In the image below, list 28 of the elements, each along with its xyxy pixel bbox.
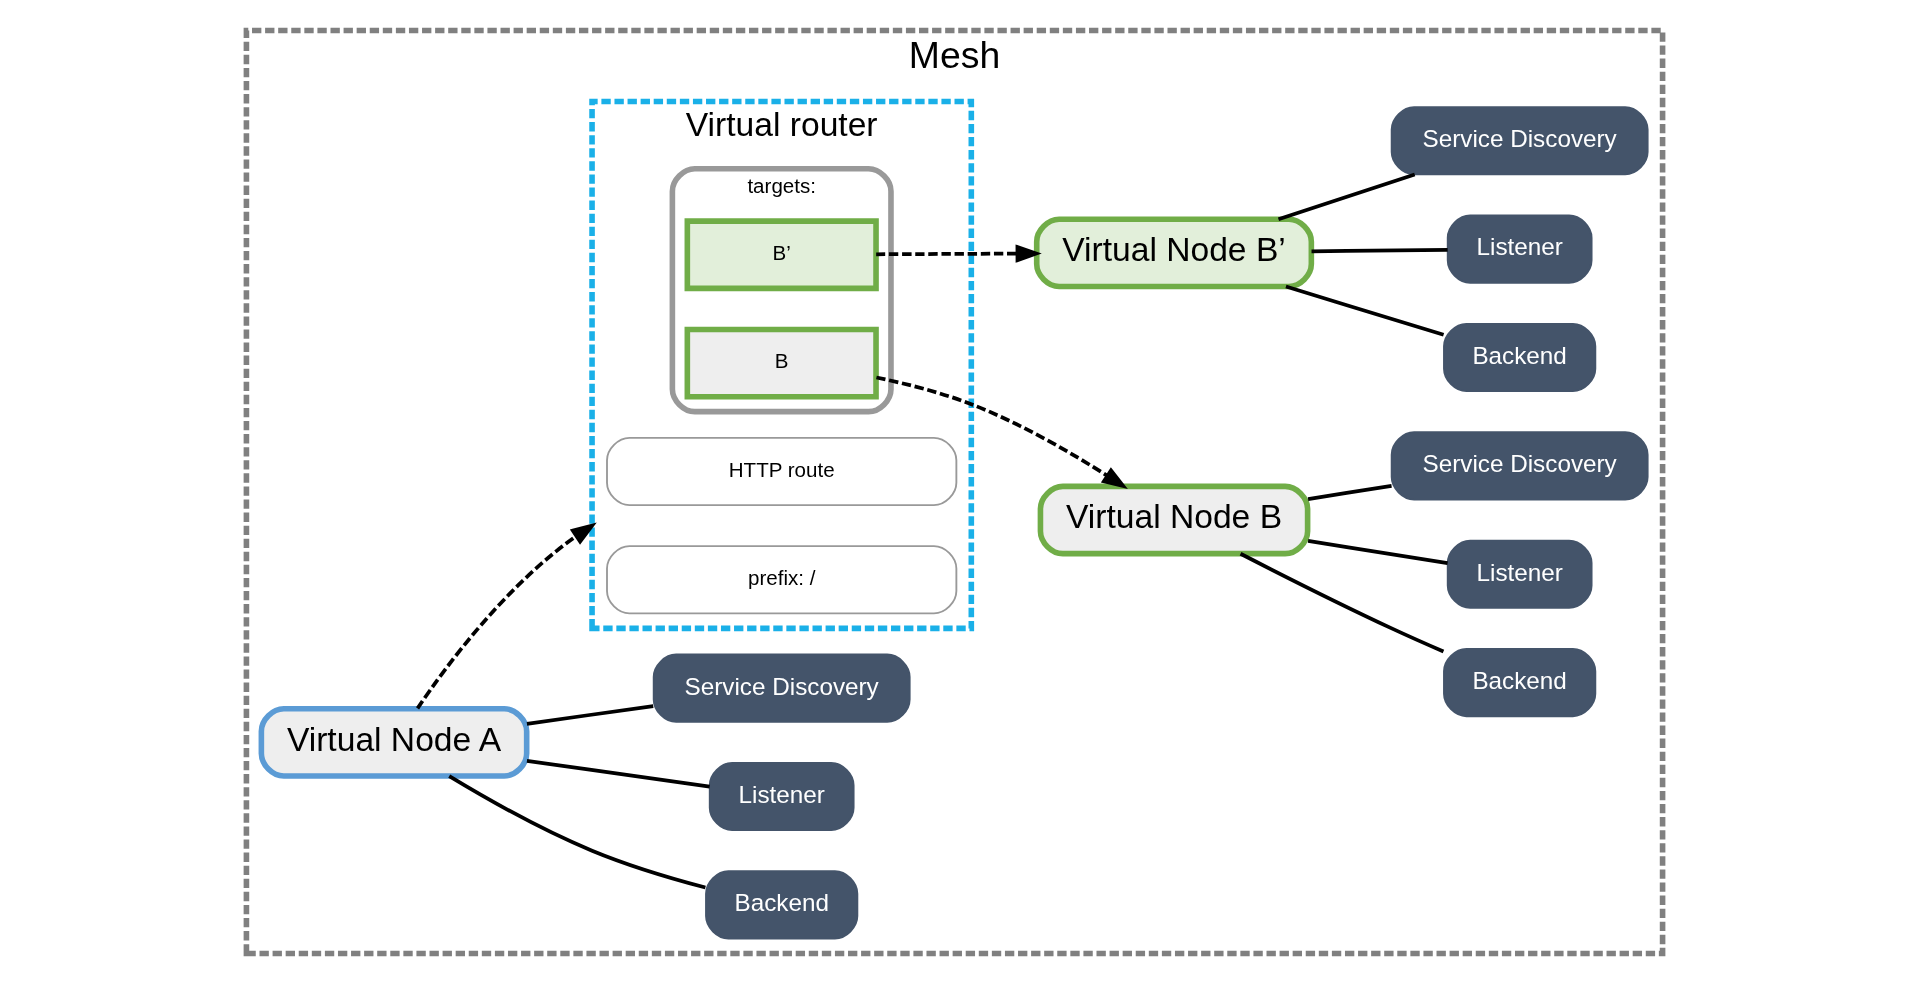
- connector: [526, 759, 710, 789]
- node-box: prefix: /: [605, 545, 957, 615]
- connector: [1307, 484, 1392, 501]
- node-box: Backend: [1442, 322, 1596, 393]
- node-box: Listener: [708, 761, 855, 832]
- node-box: Backend: [704, 870, 858, 940]
- arrow: [875, 375, 1128, 490]
- connector: [447, 774, 706, 890]
- connector: [1239, 552, 1444, 654]
- connector: [1284, 284, 1444, 337]
- node-box: B’: [684, 218, 879, 292]
- connector: [1277, 172, 1415, 221]
- connector: [526, 704, 653, 726]
- node-box: Service Discovery: [1390, 431, 1649, 501]
- arrow: [415, 522, 597, 710]
- node-box: Service Discovery: [652, 653, 911, 723]
- connector: [1307, 539, 1448, 565]
- node-box: B: [684, 326, 879, 400]
- arrow: [875, 244, 1042, 263]
- node-box: Listener: [1446, 214, 1593, 284]
- node-box: Listener: [1446, 539, 1593, 609]
- node-box: Virtual Node B: [1037, 483, 1310, 557]
- node-box: Virtual Node B’: [1033, 216, 1314, 290]
- node-box: Virtual Node A: [258, 705, 529, 779]
- node-box: HTTP route: [605, 436, 957, 506]
- connector: [1311, 248, 1448, 254]
- node-box: Backend: [1442, 648, 1596, 718]
- node-box: Service Discovery: [1390, 106, 1649, 176]
